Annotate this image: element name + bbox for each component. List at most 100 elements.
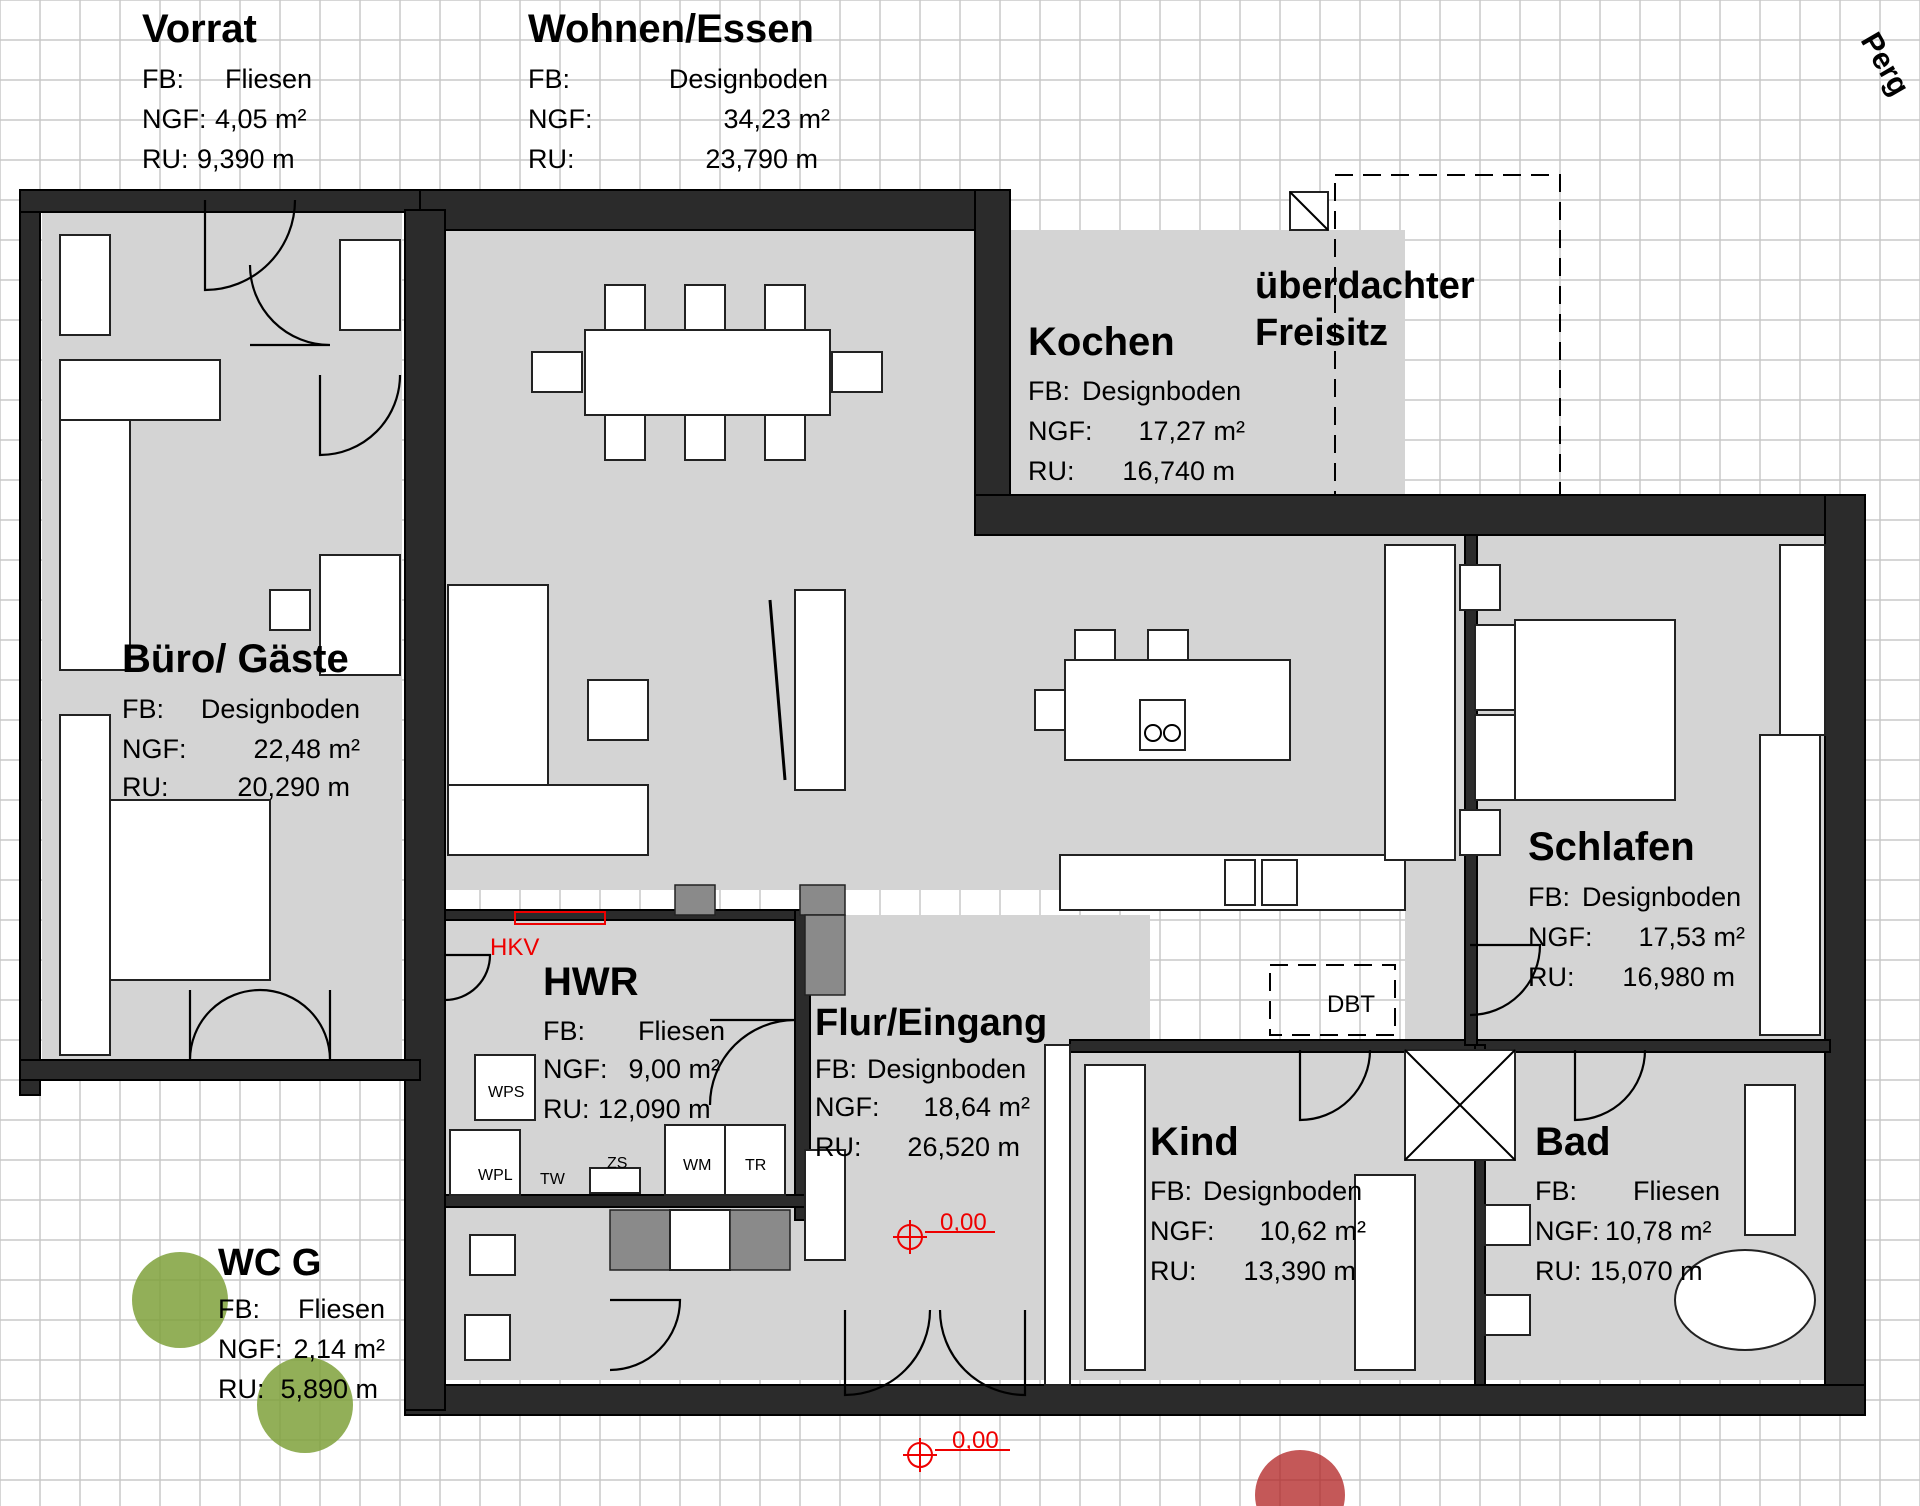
pillow <box>1474 714 1516 801</box>
buero-furniture <box>59 234 401 1056</box>
shower <box>1744 1084 1796 1236</box>
label-bad: Bad FB: Fliesen NGF: 10,78 m² RU: 15,070… <box>1535 1120 1720 1286</box>
label-schlafen: Schlafen FB: Designboden NGF: 17,53 m² R… <box>1528 825 1745 992</box>
svg-text:NGF:: NGF: <box>1528 922 1593 952</box>
plant-icon <box>257 1357 353 1453</box>
chair <box>684 284 726 331</box>
door-buero <box>318 374 402 457</box>
door-vorrat <box>203 199 297 292</box>
shelf <box>59 359 221 421</box>
dining-table <box>584 329 831 416</box>
wardrobe <box>59 419 131 671</box>
svg-text:Designboden: Designboden <box>669 64 828 94</box>
label-buero: Büro/ Gäste FB: Designboden NGF: 22,48 m… <box>122 637 360 802</box>
chair <box>764 284 806 331</box>
svg-text:9,00 m²: 9,00 m² <box>628 1054 720 1084</box>
tile <box>799 884 846 916</box>
chair <box>604 284 646 331</box>
flur-elements <box>609 884 1396 1386</box>
room-title: WC G <box>218 1242 321 1284</box>
office-chair <box>269 589 311 631</box>
svg-text:FB:: FB: <box>1150 1176 1192 1206</box>
dbt-label: DBT <box>1327 991 1375 1018</box>
svg-text:NGF:: NGF: <box>815 1092 880 1122</box>
wall-hwr-north <box>444 909 796 921</box>
svg-text:Designboden: Designboden <box>867 1054 1026 1084</box>
tv-unit <box>794 589 846 791</box>
kind-bed <box>1354 1174 1416 1371</box>
label-flur: Flur/Eingang FB: Designboden NGF: 18,64 … <box>815 1002 1047 1162</box>
wardrobe <box>1759 734 1821 1036</box>
svg-text:RU:: RU: <box>218 1374 265 1404</box>
svg-text:RU:: RU: <box>122 772 169 802</box>
door-vorrat-inner <box>248 264 331 347</box>
label-freisitz: überdachter Freisitz <box>1255 265 1475 354</box>
wc-toilet <box>469 1234 516 1276</box>
chair <box>684 414 726 461</box>
svg-text:16,980 m: 16,980 m <box>1622 962 1735 992</box>
svg-text:Fliesen: Fliesen <box>225 64 312 94</box>
wall-north-wohnen <box>419 189 1011 231</box>
guest-bed <box>109 799 271 981</box>
heat-pump <box>474 1054 536 1121</box>
wall-west <box>19 189 41 1096</box>
room-title: Kind <box>1150 1120 1239 1164</box>
svg-text:4,05 m²: 4,05 m² <box>215 104 307 134</box>
svg-text:5,890 m: 5,890 m <box>280 1374 378 1404</box>
wall-kochen-west <box>974 189 1011 501</box>
plant-icon <box>132 1252 228 1348</box>
svg-text:15,070 m: 15,070 m <box>1590 1256 1703 1286</box>
svg-text:RU:: RU: <box>1535 1256 1582 1286</box>
wall-east <box>1824 494 1866 1416</box>
svg-text:10,62 m²: 10,62 m² <box>1259 1216 1366 1246</box>
level-marker-2 <box>903 1438 1010 1472</box>
bar-stool <box>1034 689 1066 731</box>
label-vorrat: Vorrat FB: Fliesen NGF: 4,05 m² RU: 9,39… <box>142 7 312 174</box>
door-schlafen <box>1469 943 1542 1017</box>
svg-text:RU:: RU: <box>815 1132 862 1162</box>
door-entry-left <box>843 1309 932 1397</box>
svg-text:NGF:: NGF: <box>543 1054 608 1084</box>
tr-label: TR <box>745 1157 766 1174</box>
svg-text:Designboden: Designboden <box>1582 882 1741 912</box>
svg-text:10,78 m²: 10,78 m² <box>1605 1216 1712 1246</box>
zs-unit <box>589 1167 641 1194</box>
chair <box>604 414 646 461</box>
zs-label: ZS <box>607 1155 627 1172</box>
cabinet <box>59 714 111 1056</box>
svg-text:FB:: FB: <box>1528 882 1570 912</box>
svg-text:Fliesen: Fliesen <box>298 1294 385 1324</box>
label-kind: Kind FB: Designboden NGF: 10,62 m² RU: 1… <box>1150 1120 1366 1286</box>
svg-text:FB:: FB: <box>122 694 164 724</box>
door-bad <box>1573 1049 1647 1122</box>
sofa <box>447 584 649 856</box>
wall-north-buero <box>19 189 421 213</box>
door-hwr <box>444 953 492 1002</box>
svg-text:RU:: RU: <box>543 1094 590 1124</box>
svg-text:NGF:: NGF: <box>218 1334 283 1364</box>
tile <box>804 914 846 996</box>
svg-text:26,520 m: 26,520 m <box>907 1132 1020 1162</box>
wall-central <box>404 209 446 1411</box>
svg-text:2,14 m²: 2,14 m² <box>293 1334 385 1364</box>
svg-text:16,740 m: 16,740 m <box>1122 456 1235 486</box>
svg-text:NGF:: NGF: <box>1150 1216 1215 1246</box>
door-buero-terrace-left <box>188 988 261 1061</box>
svg-text:NGF:: NGF: <box>142 104 207 134</box>
bad-furniture <box>1484 1084 1816 1351</box>
svg-text:Fliesen: Fliesen <box>1633 1176 1720 1206</box>
svg-text:23,790 m: 23,790 m <box>705 144 818 174</box>
plants <box>132 1252 1345 1506</box>
label-kochen: Kochen FB: Designboden NGF: 17,27 m² RU:… <box>1028 320 1245 486</box>
svg-text:RU:: RU: <box>1028 456 1075 486</box>
vorrat-basin <box>59 234 111 336</box>
level-label-2: 0,00 <box>952 1427 999 1454</box>
wall-hwr-south <box>444 1194 806 1208</box>
svg-text:FB:: FB: <box>1028 376 1070 406</box>
svg-text:NGF:: NGF: <box>122 734 187 764</box>
svg-text:NGF:: NGF: <box>528 104 593 134</box>
toilet <box>1484 1294 1531 1336</box>
wall-south-buero <box>19 1059 421 1081</box>
svg-text:Designboden: Designboden <box>201 694 360 724</box>
